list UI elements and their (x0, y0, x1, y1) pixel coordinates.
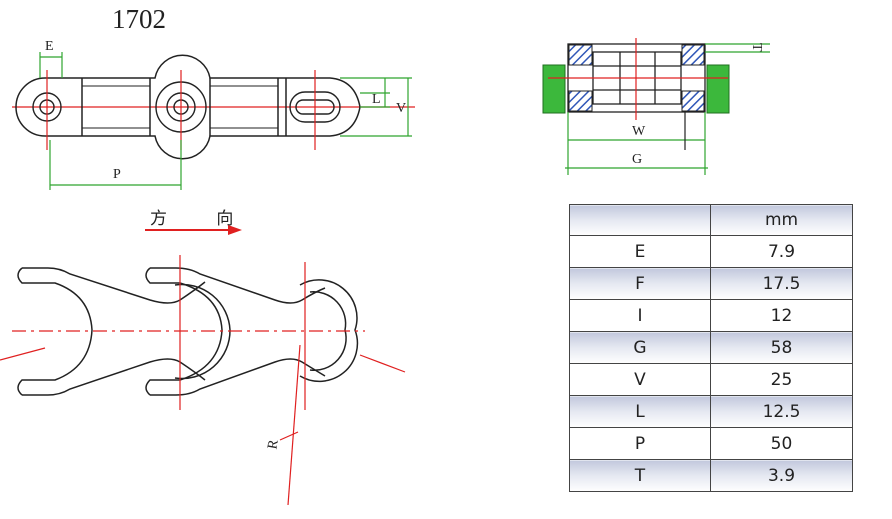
section-centerlines (548, 38, 728, 120)
spec-value: 25 (710, 363, 853, 396)
section-hatched-corners (568, 44, 705, 112)
spec-table: mm E 7.9 F 17.5 I 12 G 58 V 25 L 12.5 P … (569, 204, 853, 492)
spec-row: P 50 (569, 427, 853, 460)
dim-g-label: G (632, 152, 642, 167)
spec-row: V 25 (569, 363, 853, 396)
spec-header-blank (569, 204, 711, 236)
spec-param: F (569, 267, 711, 300)
wear-strip-left (542, 64, 566, 114)
spec-value: 17.5 (710, 267, 853, 300)
dim-w-label: W (632, 124, 646, 139)
dim-e-label: E (45, 39, 54, 54)
spec-param: T (569, 459, 711, 492)
spec-row: I 12 (569, 299, 853, 332)
spec-row: E 7.9 (569, 235, 853, 268)
spec-param: P (569, 427, 711, 460)
spec-value: 58 (710, 331, 853, 364)
direction-arrow (145, 225, 242, 235)
spec-row: T 3.9 (569, 459, 853, 492)
spec-value: 12.5 (710, 395, 853, 428)
spec-param: L (569, 395, 711, 428)
top-link-outline (15, 54, 361, 160)
top-vertical-centerlines (46, 70, 316, 150)
dim-p-label: P (113, 167, 121, 182)
spec-param: V (569, 363, 711, 396)
spec-row: F 17.5 (569, 267, 853, 300)
dimension-lines-top (39, 52, 412, 190)
spec-param: G (569, 331, 711, 364)
curve-centerlines (0, 255, 406, 506)
spec-value: 7.9 (710, 235, 853, 268)
spec-value: 3.9 (710, 459, 853, 492)
dim-l-label: L (372, 92, 381, 107)
section-dimension-lines (565, 43, 770, 175)
dim-r-label: R (265, 438, 282, 450)
curve-link-outline (17, 267, 359, 396)
spec-value: 50 (710, 427, 853, 460)
spec-header-unit: mm (710, 204, 853, 236)
spec-param: I (569, 299, 711, 332)
dim-v-label: V (396, 101, 406, 116)
dim-t-label: T (749, 43, 764, 52)
spec-row: L 12.5 (569, 395, 853, 428)
spec-table-header-row: mm (569, 204, 853, 236)
spec-param: E (569, 235, 711, 268)
wear-strip-right (706, 64, 730, 114)
direction-label: 方 向 (150, 209, 256, 229)
model-number-label: 1702 (112, 4, 166, 34)
spec-value: 12 (710, 299, 853, 332)
spec-row: G 58 (569, 331, 853, 364)
